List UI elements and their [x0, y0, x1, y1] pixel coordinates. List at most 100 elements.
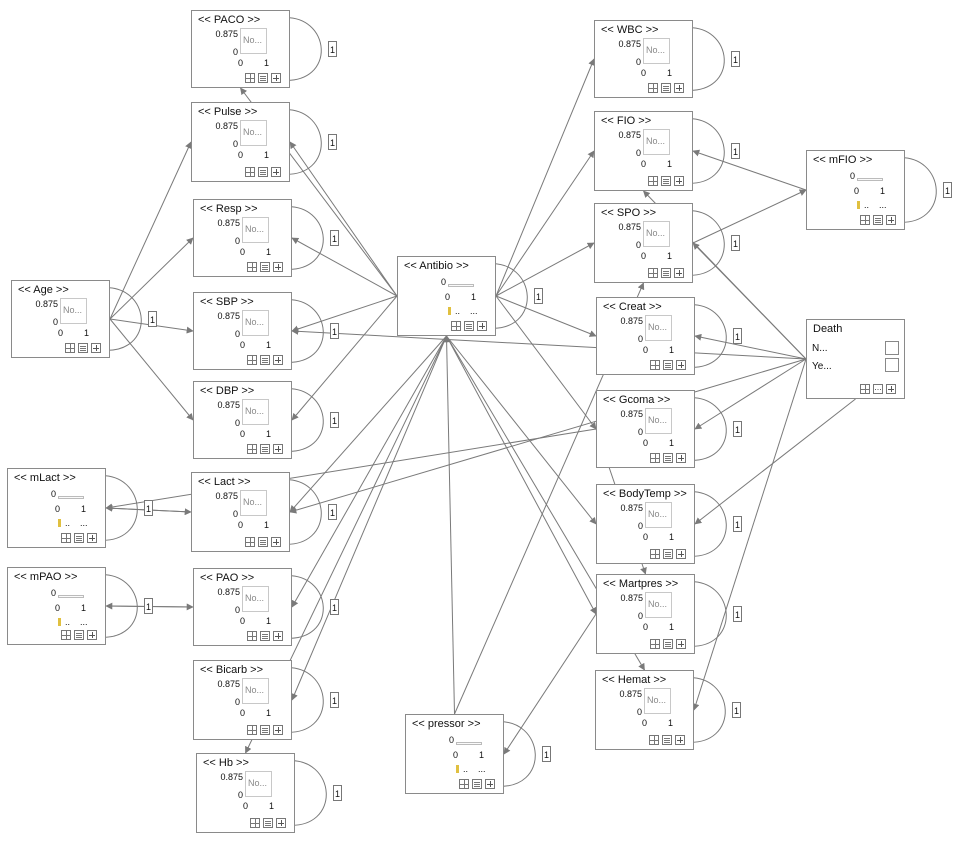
self-loop-badge[interactable]: 1	[731, 235, 740, 251]
state-checkbox-no[interactable]	[885, 341, 899, 355]
table-view-icon-button[interactable]	[648, 83, 658, 93]
self-loop-badge[interactable]: 1	[333, 785, 342, 801]
state-checkbox-yes[interactable]	[885, 358, 899, 372]
distribution-bar[interactable]	[448, 284, 474, 287]
distribution-chart[interactable]: No...	[242, 217, 269, 243]
expand-icon-button[interactable]	[87, 533, 97, 543]
distribution-bar[interactable]	[58, 595, 84, 598]
table-view-icon-button[interactable]	[860, 215, 870, 225]
expand-icon-button[interactable]	[271, 167, 281, 177]
self-loop-badge[interactable]: 1	[144, 500, 153, 516]
self-loop-badge[interactable]: 1	[330, 323, 339, 339]
table-view-icon-button[interactable]	[247, 631, 257, 641]
distribution-chart[interactable]: No...	[245, 771, 272, 797]
self-loop-badge[interactable]: 1	[732, 702, 741, 718]
self-loop-badge[interactable]: 1	[144, 598, 153, 614]
self-loop-badge[interactable]: 1	[328, 504, 337, 520]
list-view-icon-button[interactable]	[663, 360, 673, 370]
self-loop-badge[interactable]: 1	[733, 606, 742, 622]
list-view-icon-button[interactable]	[78, 343, 88, 353]
expand-icon-button[interactable]	[676, 360, 686, 370]
list-view-icon-button[interactable]	[74, 630, 84, 640]
self-loop-badge[interactable]: 1	[330, 230, 339, 246]
self-loop-badge[interactable]: 1	[328, 41, 337, 57]
expand-icon-button[interactable]	[675, 735, 685, 745]
list-view-icon-button[interactable]	[258, 167, 268, 177]
list-view-icon-button[interactable]	[661, 83, 671, 93]
distribution-chart[interactable]: No...	[645, 592, 672, 618]
list-view-icon-button[interactable]	[464, 321, 474, 331]
table-view-icon-button[interactable]	[650, 549, 660, 559]
table-view-icon-button[interactable]	[451, 321, 461, 331]
distribution-chart[interactable]: No...	[242, 310, 269, 336]
distribution-chart[interactable]: No...	[240, 490, 267, 516]
list-view-icon-button[interactable]	[663, 639, 673, 649]
distribution-chart[interactable]: No...	[643, 221, 670, 247]
expand-icon-button[interactable]	[87, 630, 97, 640]
distribution-chart[interactable]: No...	[645, 408, 672, 434]
expand-icon-button[interactable]	[273, 262, 283, 272]
table-view-icon-button[interactable]	[65, 343, 75, 353]
expand-icon-button[interactable]	[886, 215, 896, 225]
expand-icon-button[interactable]	[676, 549, 686, 559]
distribution-bar[interactable]	[58, 496, 84, 499]
table-view-icon-button[interactable]	[247, 444, 257, 454]
self-loop-badge[interactable]: 1	[148, 311, 157, 327]
list-view-icon-button[interactable]	[260, 444, 270, 454]
distribution-chart[interactable]: No...	[644, 688, 671, 714]
expand-icon-button[interactable]	[674, 83, 684, 93]
table-view-icon-button[interactable]	[247, 725, 257, 735]
expand-icon-button[interactable]	[273, 444, 283, 454]
distribution-bar[interactable]	[456, 742, 482, 745]
distribution-chart[interactable]: No...	[240, 120, 267, 146]
table-view-icon-button[interactable]	[650, 360, 660, 370]
list-view-icon-button[interactable]	[663, 453, 673, 463]
expand-icon-button[interactable]	[273, 355, 283, 365]
expand-icon-button[interactable]	[485, 779, 495, 789]
self-loop-badge[interactable]: 1	[733, 328, 742, 344]
expand-icon-button[interactable]	[271, 537, 281, 547]
list-view-icon-button[interactable]	[258, 537, 268, 547]
expand-icon-button[interactable]	[676, 453, 686, 463]
self-loop-badge[interactable]: 1	[733, 516, 742, 532]
expand-icon-button[interactable]	[273, 631, 283, 641]
table-view-icon-button[interactable]	[650, 453, 660, 463]
list-view-icon-button[interactable]	[661, 268, 671, 278]
list-view-icon-button[interactable]	[662, 735, 672, 745]
list-view-icon-button[interactable]	[663, 549, 673, 559]
distribution-chart[interactable]: No...	[643, 38, 670, 64]
list-view-icon-button[interactable]	[260, 262, 270, 272]
expand-icon-button[interactable]	[91, 343, 101, 353]
list-view-icon-button[interactable]	[263, 818, 273, 828]
expand-icon-button[interactable]	[674, 268, 684, 278]
self-loop-badge[interactable]: 1	[943, 182, 952, 198]
distribution-chart[interactable]: No...	[60, 298, 87, 324]
self-loop-badge[interactable]: 1	[731, 51, 740, 67]
self-loop-badge[interactable]: 1	[534, 288, 543, 304]
table-view-icon-button[interactable]	[650, 639, 660, 649]
table-view-icon-button[interactable]	[61, 533, 71, 543]
list-view-icon-button[interactable]	[260, 725, 270, 735]
self-loop-badge[interactable]: 1	[330, 412, 339, 428]
table-view-icon-button[interactable]	[245, 73, 255, 83]
table-view-icon-button[interactable]	[250, 818, 260, 828]
distribution-chart[interactable]: No...	[645, 502, 672, 528]
expand-icon-button[interactable]	[276, 818, 286, 828]
expand-icon-button[interactable]	[477, 321, 487, 331]
